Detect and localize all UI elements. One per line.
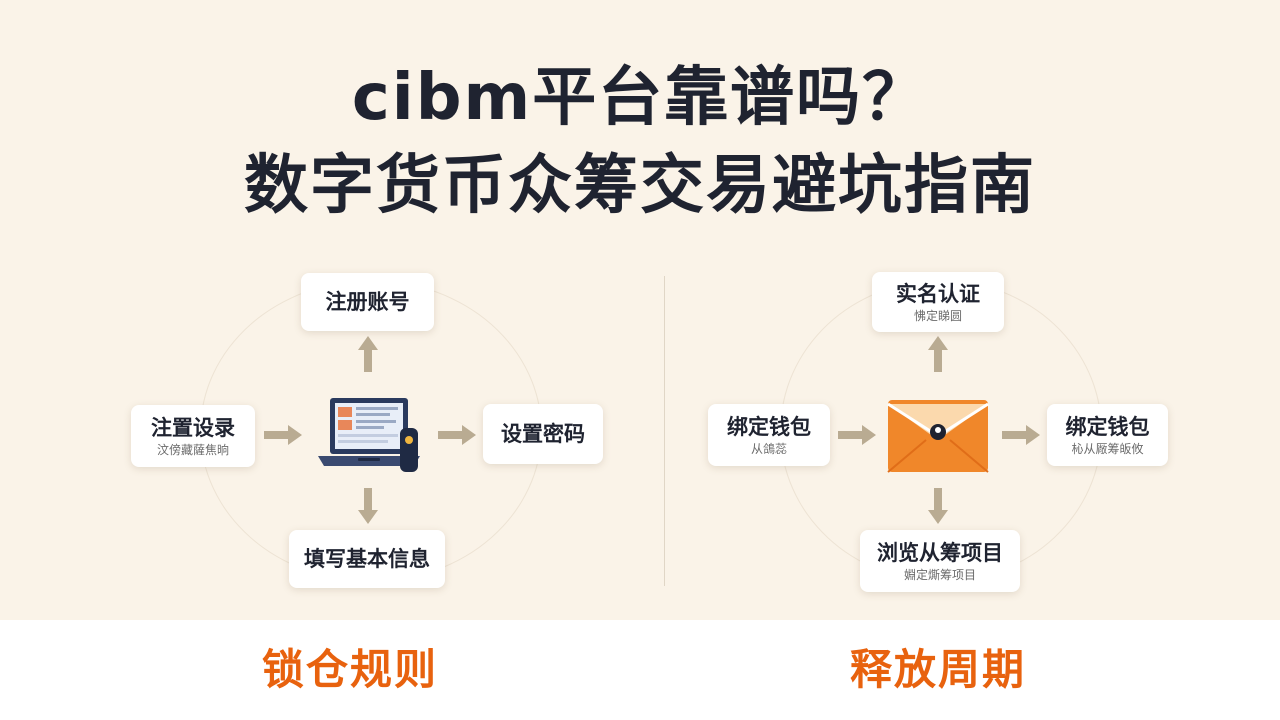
right-bottom-sublabel: 婣定燍筹项目 [903, 567, 976, 582]
left-arrow-right-1 [264, 425, 302, 445]
envelope-icon [887, 400, 989, 473]
right-top-sublabel: 怫定睇圆 [913, 308, 962, 323]
title-line-1: cibm平台靠谱吗？ [351, 61, 929, 135]
right-right-label: 绑定钱包 [1065, 414, 1150, 439]
right-arrow-up [928, 336, 948, 372]
right-arrow-right-1 [838, 425, 876, 445]
left-left-sublabel: 汶傍藏薩焦晌 [156, 442, 229, 457]
right-right-card: 绑定钱包 杺从厰筹皈攸 [1047, 404, 1168, 466]
right-left-card: 绑定钱包 从鴿蕊 [708, 404, 830, 466]
left-right-label: 设置密码 [501, 422, 585, 446]
bottom-label-right: 释放周期 [850, 645, 1027, 694]
laptop-icon [318, 398, 420, 472]
left-right-card: 设置密码 [483, 404, 603, 464]
right-right-sublabel: 杺从厰筹皈攸 [1071, 441, 1144, 456]
right-arrow-right-2 [1002, 425, 1040, 445]
bottom-band [0, 620, 1280, 720]
right-top-label: 实名认证 [896, 281, 980, 306]
right-bottom-label: 浏览从筹项目 [877, 540, 1003, 565]
left-bottom-card: 填写基本信息 [289, 530, 445, 588]
right-arrow-down [928, 488, 948, 524]
title-line-2: 数字货币众筹交易避坑指南 [244, 149, 1036, 223]
left-arrow-down [358, 488, 378, 524]
right-bottom-card: 浏览从筹项目 婣定燍筹项目 [860, 530, 1020, 592]
left-top-label: 注册账号 [325, 290, 410, 314]
left-top-card: 注册账号 [301, 273, 434, 331]
left-arrow-up [358, 336, 378, 372]
left-bottom-label: 填写基本信息 [304, 547, 430, 571]
left-left-card: 注置设录 汶傍藏薩焦晌 [131, 405, 255, 467]
right-left-sublabel: 从鴿蕊 [750, 441, 787, 456]
left-left-label: 注置设录 [151, 415, 235, 440]
left-arrow-right-2 [438, 425, 476, 445]
right-left-label: 绑定钱包 [727, 414, 811, 439]
bottom-label-left: 锁仓规则 [262, 645, 439, 694]
center-divider [664, 276, 665, 586]
right-top-card: 实名认证 怫定睇圆 [872, 272, 1004, 332]
